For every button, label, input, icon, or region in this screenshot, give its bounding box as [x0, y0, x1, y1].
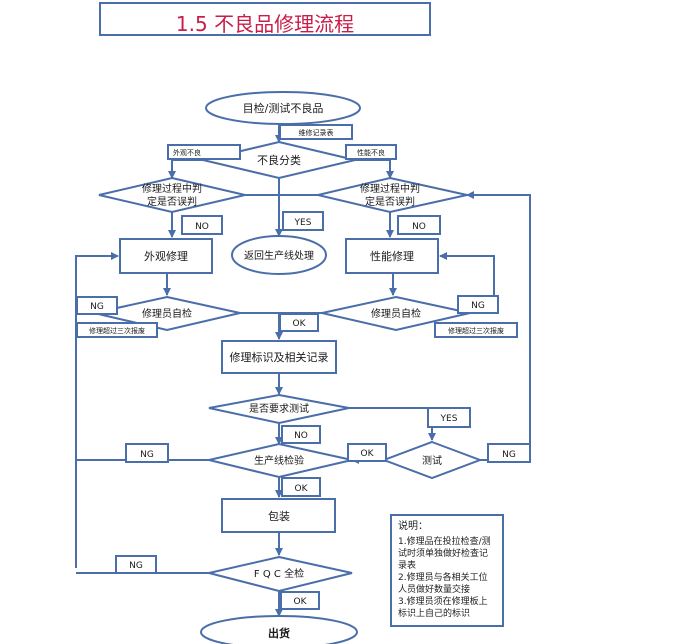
no-label-box-test [281, 425, 321, 444]
ok-label-fqc: OK [294, 597, 308, 607]
test-diamond [381, 440, 483, 480]
no-label-box-right [397, 215, 441, 235]
edge-classify-left [168, 159, 203, 179]
notes-item-3: 3.修理员须在修理板上标识上自己的标识 [398, 597, 488, 619]
title-box: 1.5 不良品修理流程 [99, 2, 431, 36]
require-test-diamond [208, 393, 350, 425]
edge-require-yes [349, 407, 436, 441]
packing-box [221, 498, 336, 533]
ng-label-line: NG [140, 450, 154, 460]
require-test-text: 是否要求测试 [249, 402, 309, 415]
over-three-right-box [434, 322, 518, 338]
start-text: 目检/测试不良品 [243, 101, 324, 115]
ok-label-box-test [347, 443, 387, 462]
self-check-left-text: 修理员自检 [142, 307, 192, 320]
yes-label-test: YES [440, 414, 458, 424]
ng-label-fqc: NG [129, 561, 143, 571]
no-label-left: NO [195, 222, 209, 232]
performance-repair-box [345, 238, 439, 274]
appearance-repair-box [119, 238, 213, 274]
ok-label-1: OK [293, 319, 307, 329]
notes-title: 说明： [398, 521, 428, 532]
ng-label-box-right [457, 295, 499, 314]
classify-text: 不良分类 [257, 153, 301, 167]
ng-label-left: NG [90, 302, 104, 312]
no-label-box-left [181, 215, 223, 235]
judge-left-text-2: 定是否误判 [147, 195, 197, 208]
ok-label-box-fqc [280, 591, 320, 610]
yes-label-center: YES [294, 218, 312, 228]
self-check-right-diamond [321, 295, 471, 332]
shipping-node [200, 615, 358, 644]
performance-defect-text: 性能不良 [357, 148, 385, 157]
notes-item-2: 2.修理员与各相关工位人员做好数量交接 [398, 573, 488, 595]
over-three-left-text: 修理超过三次报废 [89, 326, 145, 335]
judge-right-text-1: 修理过程中判 [360, 182, 420, 195]
self-check-right-text: 修理员自检 [371, 307, 421, 320]
ng-label-test: NG [502, 450, 516, 460]
appearance-defect-text: 外观不良 [173, 148, 201, 157]
ng-label-box-test [487, 443, 531, 463]
yes-label-box-test [427, 407, 471, 428]
ok-label-test: OK [361, 449, 375, 459]
over-three-right-text: 修理超过三次报废 [448, 326, 504, 335]
notes-box: 说明： 1.修理品在投拉检查/测试时须单独做好检查记录表 2.修理员与各相关工位… [390, 514, 504, 627]
no-label-right: NO [412, 222, 426, 232]
line-inspection-diamond [208, 442, 353, 479]
packing-text: 包装 [268, 510, 290, 523]
appearance-defect-box [167, 144, 241, 160]
edge-classify-right [355, 159, 394, 179]
notes-item-1: 1.修理品在投拉检查/测试时须单独做好检查记录表 [398, 537, 491, 571]
mark-record-text: 修理标识及相关记录 [230, 350, 329, 364]
fqc-text: F Q C 全检 [254, 567, 304, 580]
judge-left-text-1: 修理过程中判 [142, 182, 202, 195]
ok-label-box-line [281, 477, 321, 497]
page-title: 1.5 不良品修理流程 [175, 12, 355, 36]
mark-record-box [221, 340, 337, 374]
repair-form-text: 维修记录表 [299, 128, 334, 137]
fqc-diamond [208, 555, 353, 593]
performance-repair-text: 性能修理 [370, 249, 414, 263]
ng-label-box-left [76, 296, 118, 315]
ok-label-box-1 [279, 313, 319, 332]
line-inspection-text: 生产线检验 [254, 454, 304, 467]
test-text: 测试 [422, 454, 442, 467]
yes-label-box-center [282, 211, 324, 231]
judge-left-diamond [98, 176, 246, 214]
self-check-left-diamond [93, 295, 241, 332]
judge-right-diamond [317, 176, 468, 214]
ng-label-box-line [125, 443, 169, 463]
return-line-node [231, 235, 327, 275]
shipping-text: 出货 [268, 626, 290, 640]
no-label-test: NO [294, 431, 308, 441]
judge-right-text-2: 定是否误判 [365, 195, 415, 208]
ok-label-line: OK [295, 484, 309, 494]
ng-label-right: NG [471, 301, 485, 311]
appearance-repair-text: 外观修理 [144, 249, 188, 263]
repair-form-box [279, 124, 353, 140]
performance-defect-box [345, 144, 397, 160]
over-three-left-box [76, 322, 158, 338]
return-line-text: 返回生产线处理 [244, 249, 314, 262]
ng-label-box-fqc [115, 555, 157, 574]
edge-left-return [75, 252, 119, 568]
